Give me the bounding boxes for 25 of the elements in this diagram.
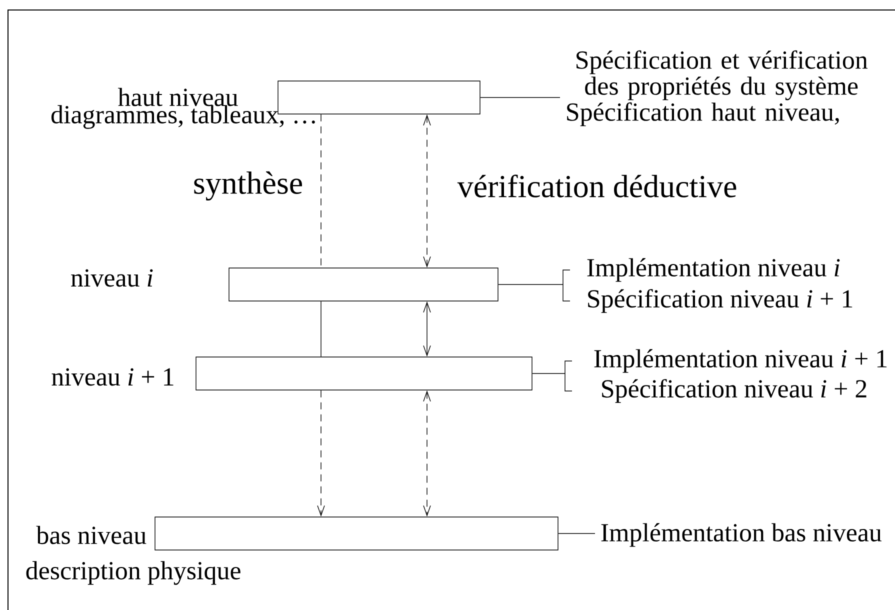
arrow — [423, 390, 431, 517]
description-text: Spécification niveau i + 2 — [602, 379, 866, 403]
level-box — [228, 268, 498, 302]
level-label: niveau i + 1 — [52, 368, 174, 386]
level-label: bas niveau — [36, 526, 146, 544]
bracket-connector — [498, 270, 570, 302]
connector-line — [480, 97, 560, 98]
level-box — [154, 516, 558, 550]
arrow — [423, 301, 431, 357]
level-box — [196, 356, 532, 390]
process-label: synthèse — [194, 171, 302, 201]
process-label: niveau i — [71, 269, 153, 287]
description-text: Spécification niveau i + 1 — [588, 289, 852, 313]
level-label: description physique — [26, 561, 240, 585]
process-label: vérification déductive — [457, 174, 736, 198]
description-text: Implémentation niveau i + 1 — [594, 349, 887, 373]
description-text: Spécification et vérification des propriétés du système Spécification haut niveau, — [567, 50, 868, 126]
description-text: Implémentation niveau i — [587, 258, 840, 282]
level-label: haut niveau — [118, 88, 238, 106]
connector-line — [558, 533, 596, 534]
arrow — [317, 390, 325, 517]
arrow — [423, 114, 431, 268]
description-text: Implémentation bas niveau — [601, 523, 882, 547]
bracket-connector — [532, 360, 572, 392]
level-label: diagrammes, tableaux, … — [51, 105, 315, 129]
